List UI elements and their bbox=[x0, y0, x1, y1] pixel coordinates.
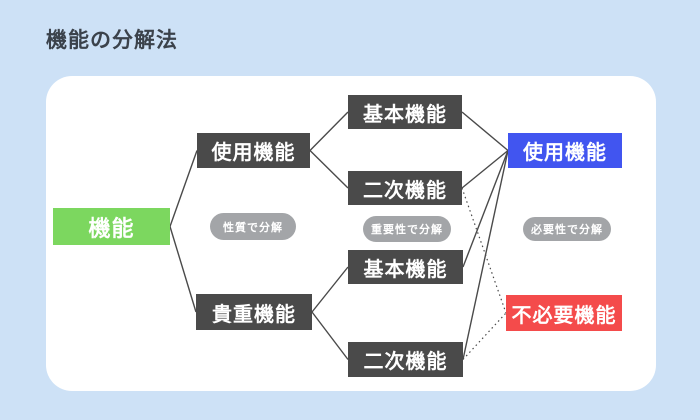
label-pill-decompose-by-importance: 重要性で分解 bbox=[363, 216, 451, 242]
node-secondary-function-bottom: 二次機能 bbox=[348, 342, 463, 377]
node-basic-function-top: 基本機能 bbox=[348, 95, 462, 129]
node-unnecessary-function: 不必要機能 bbox=[506, 295, 622, 331]
label-pill-decompose-by-necessity: 必要性で分解 bbox=[523, 217, 611, 241]
node-function: 機能 bbox=[53, 208, 170, 245]
node-use-function-result: 使用機能 bbox=[508, 133, 622, 168]
node-use-function: 使用機能 bbox=[197, 133, 310, 168]
node-basic-function-bottom: 基本機能 bbox=[348, 250, 463, 284]
page-title: 機能の分解法 bbox=[46, 28, 178, 52]
node-secondary-function-top: 二次機能 bbox=[348, 171, 462, 205]
node-valuable-function: 貴重機能 bbox=[196, 294, 312, 330]
label-pill-decompose-by-quality: 性質で分解 bbox=[210, 213, 296, 240]
diagram-card: 機能 使用機能 貴重機能 基本機能 二次機能 基本機能 二次機能 使用機能 不必… bbox=[46, 76, 656, 391]
